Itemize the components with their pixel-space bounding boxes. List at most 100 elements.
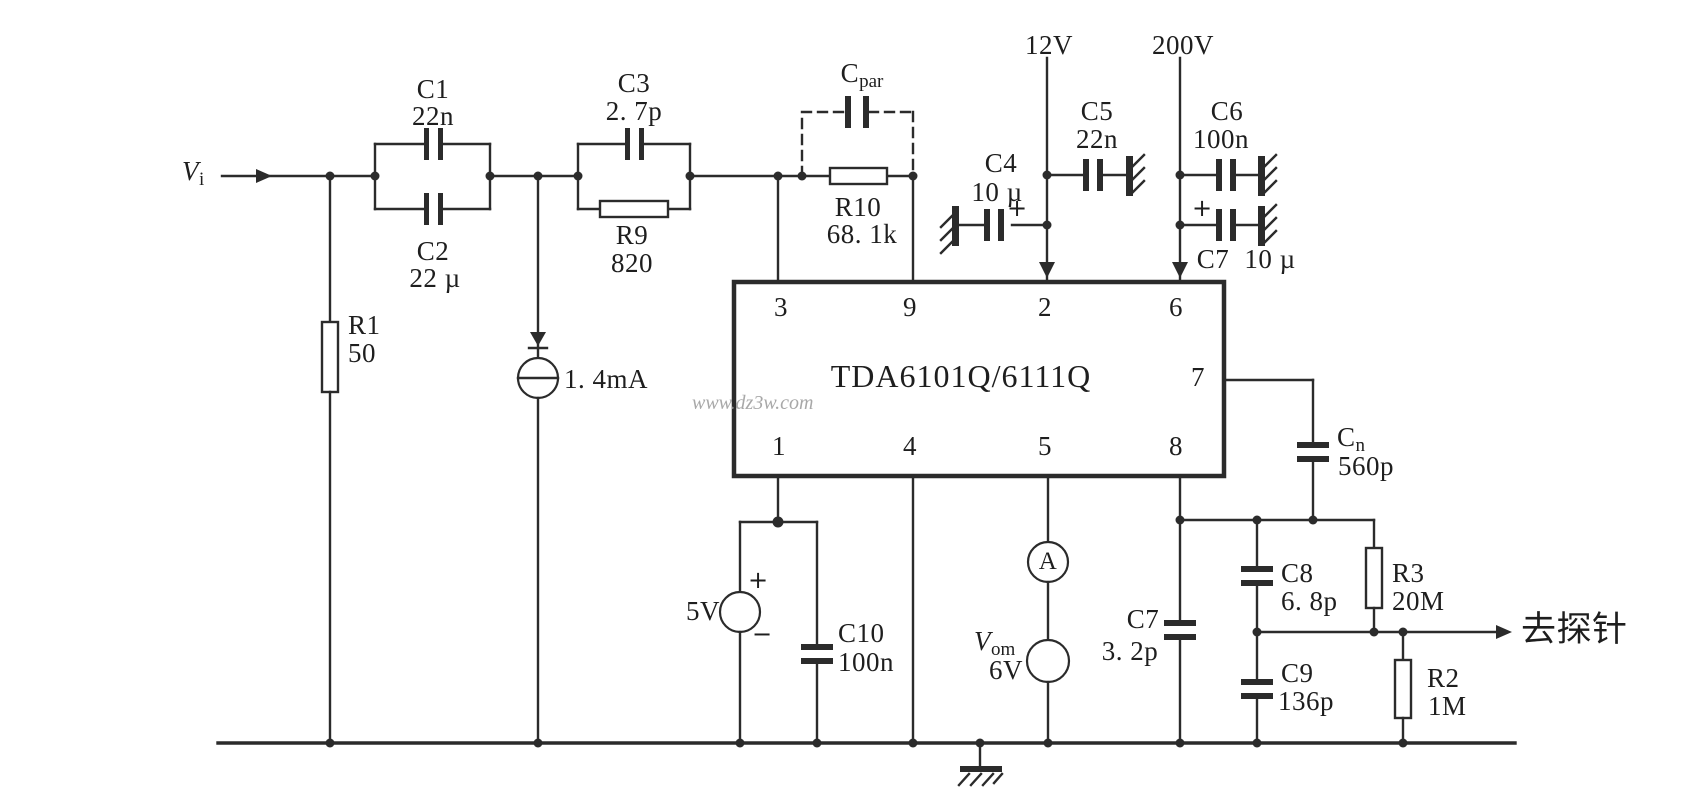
- vi-subscript: i: [199, 169, 205, 190]
- probe-output-label: 去探针: [1521, 610, 1628, 649]
- supply-200v-branch: [1172, 56, 1188, 282]
- c8-capacitor-icon: [1241, 566, 1273, 572]
- supply-200v-arrow-icon: [1172, 262, 1188, 278]
- cn-value-label: 560p: [1338, 451, 1394, 481]
- supply-12v-branch: [1039, 56, 1055, 282]
- c2-ref-label: C2: [416, 236, 450, 266]
- c6-capacitor: [1178, 153, 1278, 196]
- ic-part-label: TDA6101Q/6111Q: [830, 358, 1092, 394]
- c2-value-label: 22 µ: [409, 263, 461, 293]
- r2-value-label: 1M: [1428, 691, 1467, 721]
- vom-subscript: om: [991, 639, 1016, 660]
- junction-dots: [325, 170, 1408, 748]
- c7-supply-ground-icon: [1258, 206, 1265, 246]
- r9-value-label: 820: [611, 248, 653, 278]
- c1-c2-parallel-block: [373, 128, 492, 225]
- ic-pin-1-label: 1: [772, 431, 786, 461]
- vi-input-label: Vi: [182, 156, 205, 190]
- cn-ref-label: Cn: [1337, 422, 1366, 456]
- c7-feedback-capacitor-icon: [1164, 620, 1196, 626]
- c5-capacitor: [1045, 153, 1146, 196]
- vom-label: Vom: [974, 626, 1016, 660]
- c4-capacitor: [939, 206, 1049, 255]
- c5-ground-icon: [1126, 156, 1133, 196]
- c1-capacitor-icon: [424, 128, 429, 160]
- input-arrow-icon: [256, 169, 272, 183]
- r9-resistor-icon: [598, 199, 670, 219]
- probe-arrow-icon: [1496, 625, 1512, 639]
- c9-branch: [1241, 630, 1273, 745]
- current-arrow-icon: [530, 332, 546, 346]
- c7-supply-ref-label: C7: [1196, 244, 1230, 274]
- c4-value-label: 10 µ: [971, 177, 1023, 207]
- cn-capacitor-icon: [1297, 442, 1329, 448]
- current-source-branch: [516, 174, 560, 745]
- watermark: www.dz3w.com: [692, 392, 814, 414]
- vom-value-label: 6V: [989, 655, 1023, 685]
- ic-pin-6-label: 6: [1169, 292, 1183, 322]
- c9-capacitor-icon: [1241, 679, 1273, 685]
- c10-value-label: 100n: [838, 647, 894, 677]
- ic-pin-4-label: 4: [903, 431, 917, 461]
- c4-ref-label: C4: [984, 148, 1018, 178]
- cpar-label: Cpar: [840, 58, 884, 92]
- ic-pin-3-label: 3: [774, 292, 788, 322]
- vom-source-icon: [1025, 638, 1071, 684]
- r10-resistor: [828, 166, 889, 186]
- c10-ref-label: C10: [838, 618, 885, 648]
- c4-ground-icon: [952, 206, 959, 246]
- ic-pin-8-label: 8: [1169, 431, 1183, 461]
- v5-plus-sign: +: [748, 566, 769, 594]
- r10-resistor-icon: [828, 166, 889, 186]
- c8-value-label: 6. 8p: [1281, 586, 1338, 616]
- c5-ref-label: C5: [1080, 96, 1114, 126]
- c6-ground-icon: [1258, 156, 1265, 196]
- pin7-cn-branch: [1222, 378, 1329, 522]
- supply-12v-arrow-icon: [1039, 262, 1055, 278]
- r1-resistor-icon: [320, 320, 340, 394]
- ground-bar-icon: [960, 766, 1002, 772]
- c3-capacitor-icon: [625, 128, 630, 160]
- r2-ref-label: R2: [1427, 663, 1460, 693]
- pin5-meter-branch: [1025, 474, 1071, 745]
- vi-symbol: V: [182, 156, 199, 186]
- vom-symbol: V: [974, 626, 991, 656]
- c7-feedback-value-label: 3. 2p: [1101, 636, 1159, 666]
- r10-ref-label: R10: [834, 192, 882, 222]
- cpar-symbol: C: [840, 58, 860, 88]
- supply-200v-label: 200V: [1152, 30, 1214, 60]
- c7-supply-value-label: 10 µ: [1244, 244, 1296, 274]
- ic-pin-7-label: 7: [1191, 362, 1205, 392]
- cpar-capacitor-icon: [845, 96, 851, 128]
- c4-capacitor-icon: [998, 209, 1004, 241]
- cn-symbol: C: [1337, 422, 1356, 452]
- c7-supply-plus-sign: +: [1192, 194, 1213, 222]
- probe-output-line: [1255, 625, 1512, 639]
- ammeter-label: A: [1038, 548, 1058, 575]
- c5-value-label: 22n: [1076, 124, 1118, 154]
- c6-ref-label: C6: [1210, 96, 1244, 126]
- r2-branch: [1393, 630, 1413, 745]
- r9-ref-label: R9: [615, 220, 649, 250]
- r1-value-label: 50: [348, 338, 376, 368]
- r10-value-label: 68. 1k: [826, 219, 898, 249]
- c1-value-label: 22n: [412, 101, 454, 131]
- c2-capacitor-icon: [424, 193, 429, 225]
- c7-feedback-ref-label: C7: [1126, 604, 1160, 634]
- c5-capacitor-icon: [1083, 159, 1089, 191]
- c10-capacitor-icon: [801, 644, 833, 650]
- c7-supply-capacitor: [1178, 203, 1278, 246]
- ic-pin-9-label: 9: [903, 292, 917, 322]
- c9-ref-label: C9: [1281, 658, 1314, 688]
- pin8-branch: [1164, 474, 1196, 745]
- cn-subscript: n: [1355, 435, 1366, 456]
- current-source-value-label: 1. 4mA: [564, 364, 648, 394]
- c9-value-label: 136p: [1278, 686, 1334, 716]
- r1-ref-label: R1: [348, 310, 381, 340]
- r3-resistor-icon: [1364, 546, 1384, 610]
- ic-pin-2-label: 2: [1038, 292, 1052, 322]
- pin3-pin9-wires: [776, 174, 915, 284]
- feedback-network: [1178, 518, 1384, 634]
